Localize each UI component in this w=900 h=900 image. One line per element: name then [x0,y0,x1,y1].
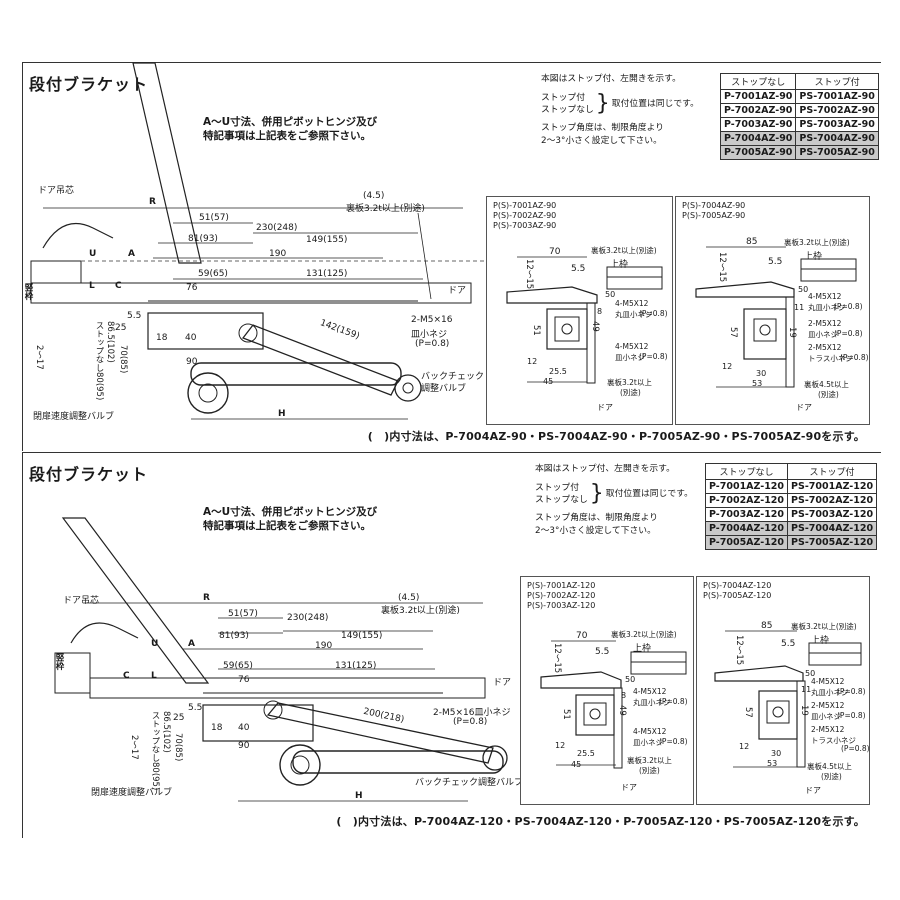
panel-90: 段付ブラケット A～U寸法、併用ピボットヒンジ及び 特記事項は上記表をご参照下さ… [22,62,881,451]
panel-title: 段付ブラケット [29,465,149,484]
brace-icon: } [589,481,604,506]
footer-note: ( )内寸法は、P-7004AZ-90・PS-7004AZ-90・P-7005A… [367,430,865,443]
reference-note: A～U寸法、併用ピボットヒンジ及び 特記事項は上記表をご参照下さい。 [203,506,378,532]
detail-drawing-2 [714,630,862,768]
reference-note: A～U寸法、併用ピボットヒンジ及び 特記事項は上記表をご参照下さい。 [203,116,378,142]
detail-drawing-1 [506,256,663,384]
info-notes: 本図はストップ付、左開きを示す。 ストップ付 ストップなし } 取付位置は同じで… [535,464,693,536]
main-drawing [54,517,508,802]
main-drawing [30,62,493,420]
detail-box-7004-7005: P(S)-7004AZ-120 P(S)-7005AZ-120 85 12～15… [696,576,870,805]
detail-drawing-2 [695,246,857,388]
panel-120: 段付ブラケット A～U寸法、併用ピボットヒンジ及び 特記事項は上記表をご参照下さ… [22,452,881,838]
panel-title: 段付ブラケット [29,75,149,94]
footer-note: ( )内寸法は、P-7004AZ-120・PS-7004AZ-120・P-700… [336,815,865,828]
detail-box-7001-7003: P(S)-7001AZ-90 P(S)-7002AZ-90 P(S)-7003A… [486,196,673,425]
detail-box-7001-7003: P(S)-7001AZ-120 P(S)-7002AZ-120 P(S)-700… [520,576,694,805]
brace-icon: } [595,91,610,116]
info-notes: 本図はストップ付、左開きを示す。 ストップ付 ストップなし } 取付位置は同じで… [541,74,699,146]
detail-drawing-1 [540,640,687,769]
detail-box-7004-7005: P(S)-7004AZ-90 P(S)-7005AZ-90 85 12～15 5… [675,196,870,425]
